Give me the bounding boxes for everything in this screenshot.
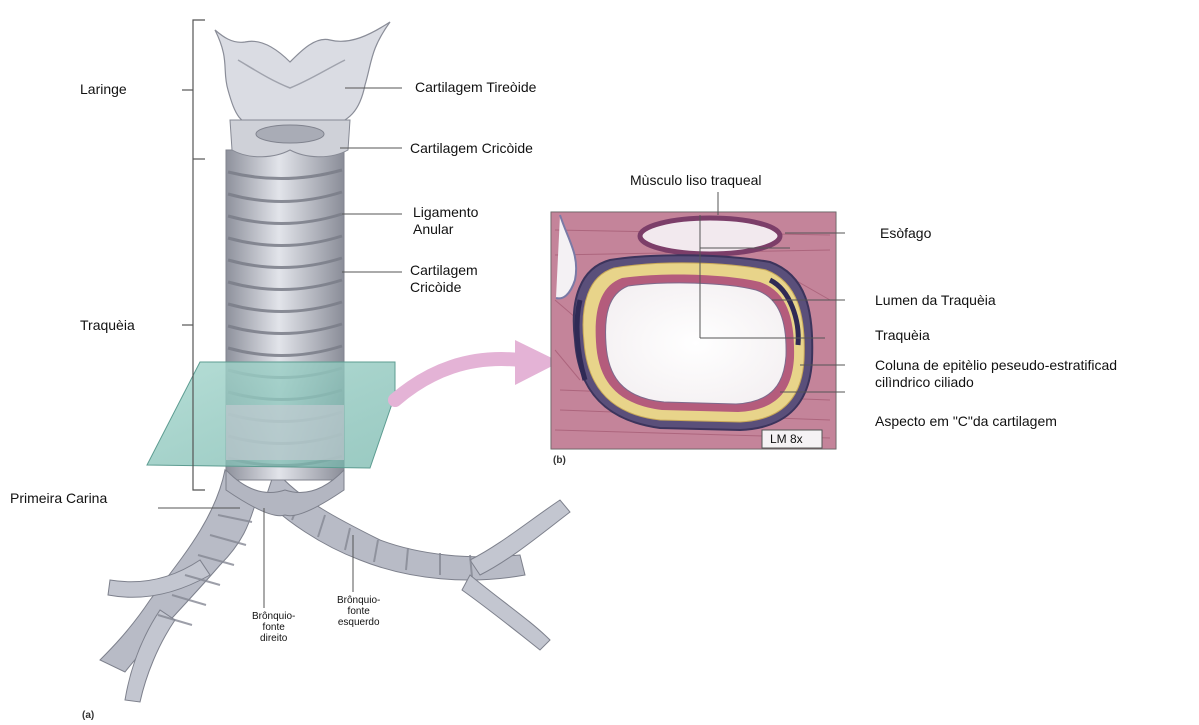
panel-a-tag: (a) bbox=[82, 710, 94, 721]
label-lumen: Lumen da Traquèia bbox=[875, 292, 996, 309]
label-cartilagem-cricoide-top: Cartilagem Cricòide bbox=[410, 140, 533, 157]
label-laringe: Laringe bbox=[80, 81, 127, 98]
label-traqueia: Traquèia bbox=[80, 317, 135, 334]
label-bronquio-direito: Brônquio- fonte direito bbox=[250, 610, 297, 645]
bronchial-tree bbox=[100, 470, 570, 702]
pointer-arrow bbox=[395, 340, 560, 400]
larynx bbox=[215, 22, 390, 157]
label-primeira-carina: Primeira Carina bbox=[10, 490, 107, 507]
label-bronquio-esquerdo: Brônquio- fonte esquerdo bbox=[335, 594, 382, 629]
cross-section-plane bbox=[147, 362, 395, 468]
label-aspecto-c: Aspecto em "C"da cartilagem bbox=[875, 413, 1057, 430]
histology-micrograph bbox=[551, 212, 836, 449]
label-cartilagem-cricoide-side: Cartilagem Cricòide bbox=[410, 262, 478, 296]
label-cartilagem-tireoide: Cartilagem Tireòide bbox=[415, 79, 536, 96]
panel-b-tag: (b) bbox=[553, 455, 566, 466]
label-traqueia-section: Traquèia bbox=[875, 327, 930, 344]
label-ligamento-anular: Ligamento Anular bbox=[413, 204, 478, 238]
label-esofago: Esòfago bbox=[880, 225, 931, 242]
label-coluna-epitelio: Coluna de epitèlio peseudo-estratificad … bbox=[875, 357, 1117, 391]
label-musculo-liso: Mùsculo liso traqueal bbox=[630, 172, 762, 189]
scale-badge-text: LM 8x bbox=[770, 431, 803, 448]
